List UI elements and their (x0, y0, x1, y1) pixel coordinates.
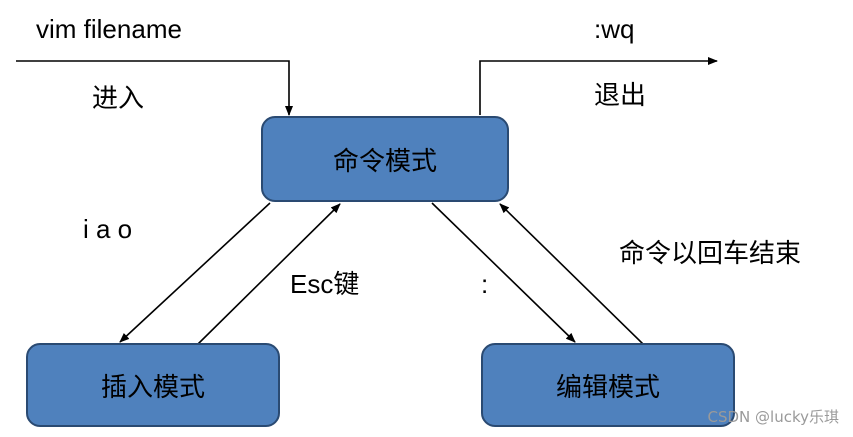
command-mode-label: 命令模式 (332, 146, 437, 177)
entry-arrow (16, 60, 293, 116)
insert-mode-node: 插入模式 (26, 343, 280, 427)
to-edit-arrow (431, 202, 576, 343)
colon-label: : (481, 269, 489, 299)
edit-mode-label: 编辑模式 (555, 372, 660, 403)
enter-label: 进入 (92, 84, 145, 114)
vim-command-label: vim filename (36, 14, 182, 44)
edit-to-command-arrow (499, 203, 644, 345)
esc-key-label: Esc键 (290, 269, 360, 299)
insert-keys-label: i a o (83, 214, 133, 244)
command-mode-node: 命令模式 (261, 116, 509, 202)
command-end-label: 命令以回车结束 (619, 239, 802, 269)
insert-mode-label: 插入模式 (100, 372, 205, 403)
edit-mode-node: 编辑模式 (481, 343, 735, 427)
exit-label: 退出 (594, 81, 647, 111)
watermark: CSDN @lucky乐琪 (707, 408, 840, 426)
to-insert-arrow (119, 202, 271, 343)
exit-arrow (479, 57, 718, 115)
wq-command-label: :wq (594, 14, 635, 44)
insert-to-command-arrow (197, 203, 341, 345)
